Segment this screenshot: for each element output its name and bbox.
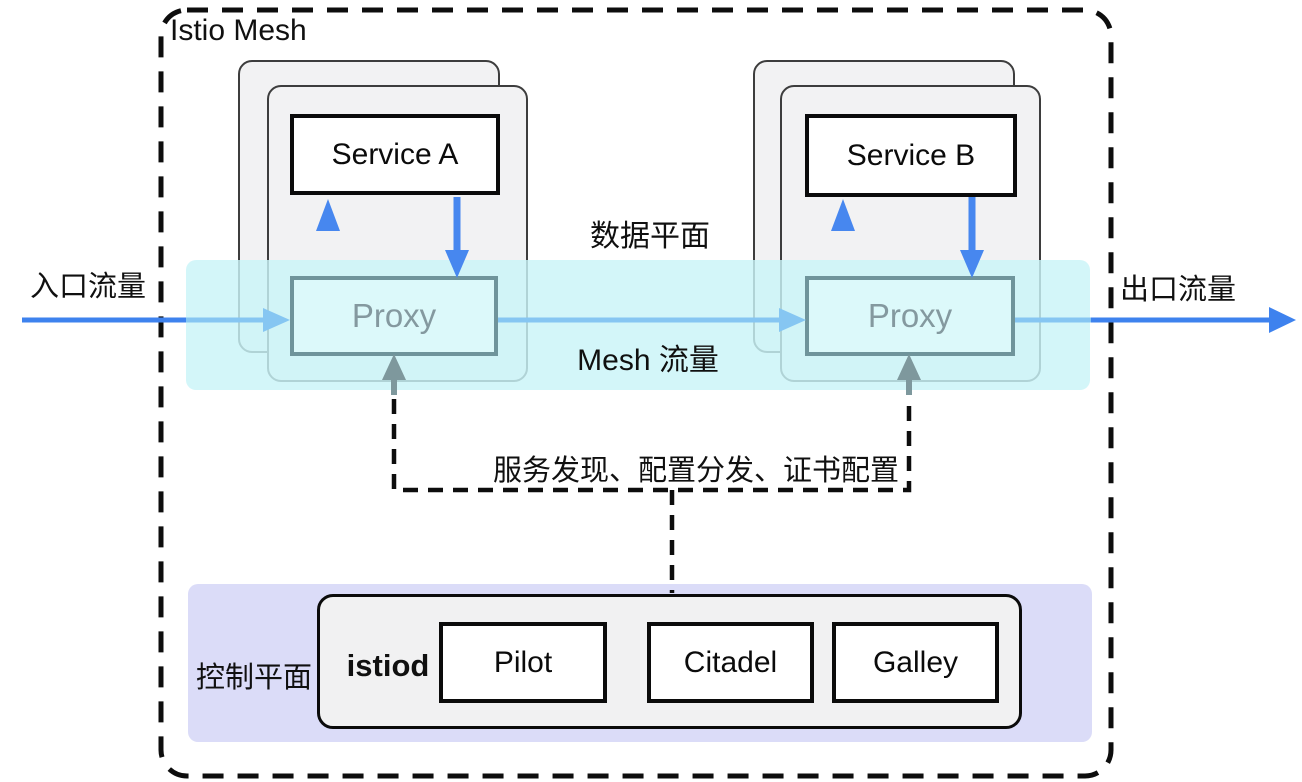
istio-mesh-title: Istio Mesh bbox=[170, 14, 307, 47]
citadel-label: Citadel bbox=[683, 645, 778, 679]
proxy-a-box: Proxy bbox=[290, 276, 498, 356]
service-b-label: Service B bbox=[846, 138, 976, 172]
citadel-box: Citadel bbox=[647, 622, 814, 703]
service-b-box: Service B bbox=[805, 114, 1017, 197]
istiod-label: istiod bbox=[346, 648, 430, 683]
control-plane-dashed-connector bbox=[391, 399, 912, 593]
control-plane-label: 控制平面 bbox=[196, 662, 313, 694]
pilot-label: Pilot bbox=[493, 645, 553, 679]
service-a-label: Service A bbox=[331, 137, 459, 171]
galley-label: Galley bbox=[872, 645, 959, 679]
proxy-b-box: Proxy bbox=[805, 276, 1015, 356]
proxy-b-label: Proxy bbox=[867, 297, 953, 334]
service-a-box: Service A bbox=[290, 114, 500, 195]
egress-traffic-label: 出口流量 bbox=[1120, 274, 1237, 306]
egress-arrowhead-icon bbox=[1269, 307, 1296, 333]
proxy-a-label: Proxy bbox=[351, 297, 437, 334]
mesh-traffic-label: Mesh 流量 bbox=[577, 344, 719, 377]
galley-box: Galley bbox=[832, 622, 999, 703]
discovery-config-cert-label: 服务发现、配置分发、证书配置 bbox=[492, 455, 900, 487]
data-plane-label: 数据平面 bbox=[590, 220, 710, 253]
pilot-box: Pilot bbox=[439, 622, 607, 703]
ingress-traffic-label: 入口流量 bbox=[30, 271, 147, 303]
